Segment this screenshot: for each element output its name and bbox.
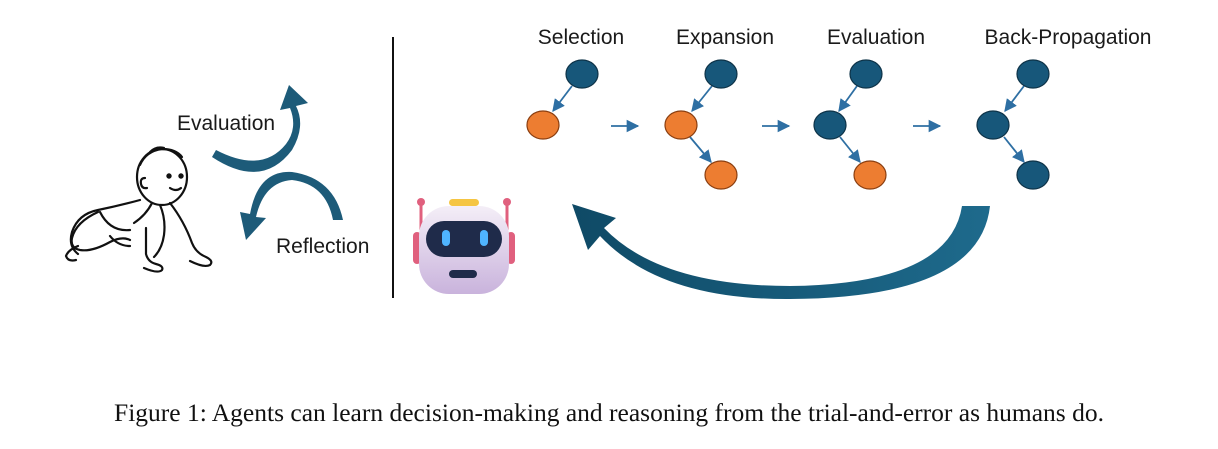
- human-reflection-label: Reflection: [276, 235, 369, 258]
- human-evaluation-label: Evaluation: [177, 112, 275, 135]
- tree-edge: [1003, 136, 1025, 163]
- cycle-arrows-icon: [212, 85, 343, 240]
- expansion-tree: [664, 59, 738, 190]
- tree-node-root: [565, 59, 599, 89]
- tree-node-selected: [664, 110, 698, 140]
- tree-node-expanded: [704, 160, 738, 190]
- figure-caption: Figure 1: Agents can learn decision-maki…: [114, 398, 1104, 427]
- tree-node-selected: [526, 110, 560, 140]
- tree-node-selected: [976, 110, 1010, 140]
- stage-label-back-propagation: Back-Propagation: [985, 26, 1152, 49]
- stage-label-selection: Selection: [538, 26, 624, 49]
- tree-node-root: [704, 59, 738, 89]
- evaluation-tree: [813, 59, 887, 190]
- tree-edge: [838, 85, 858, 113]
- robot-icon: [413, 198, 515, 294]
- tree-edge: [839, 136, 861, 163]
- crawling-baby-icon: [64, 146, 213, 273]
- tree-node-updated: [1016, 160, 1050, 190]
- tree-node-selected: [813, 110, 847, 140]
- feedback-arrow-icon: [572, 204, 990, 300]
- stage-label-expansion: Expansion: [676, 26, 774, 49]
- tree-edge: [689, 136, 712, 163]
- selection-tree: [526, 59, 599, 140]
- tree-node-evaluated: [853, 160, 887, 190]
- back-propagation-tree: [976, 59, 1050, 190]
- tree-node-root: [1016, 59, 1050, 89]
- tree-edge: [1004, 85, 1025, 113]
- tree-node-root: [849, 59, 883, 89]
- tree-edge: [691, 85, 713, 112]
- tree-edge: [552, 85, 573, 113]
- stage-label-evaluation: Evaluation: [827, 26, 925, 49]
